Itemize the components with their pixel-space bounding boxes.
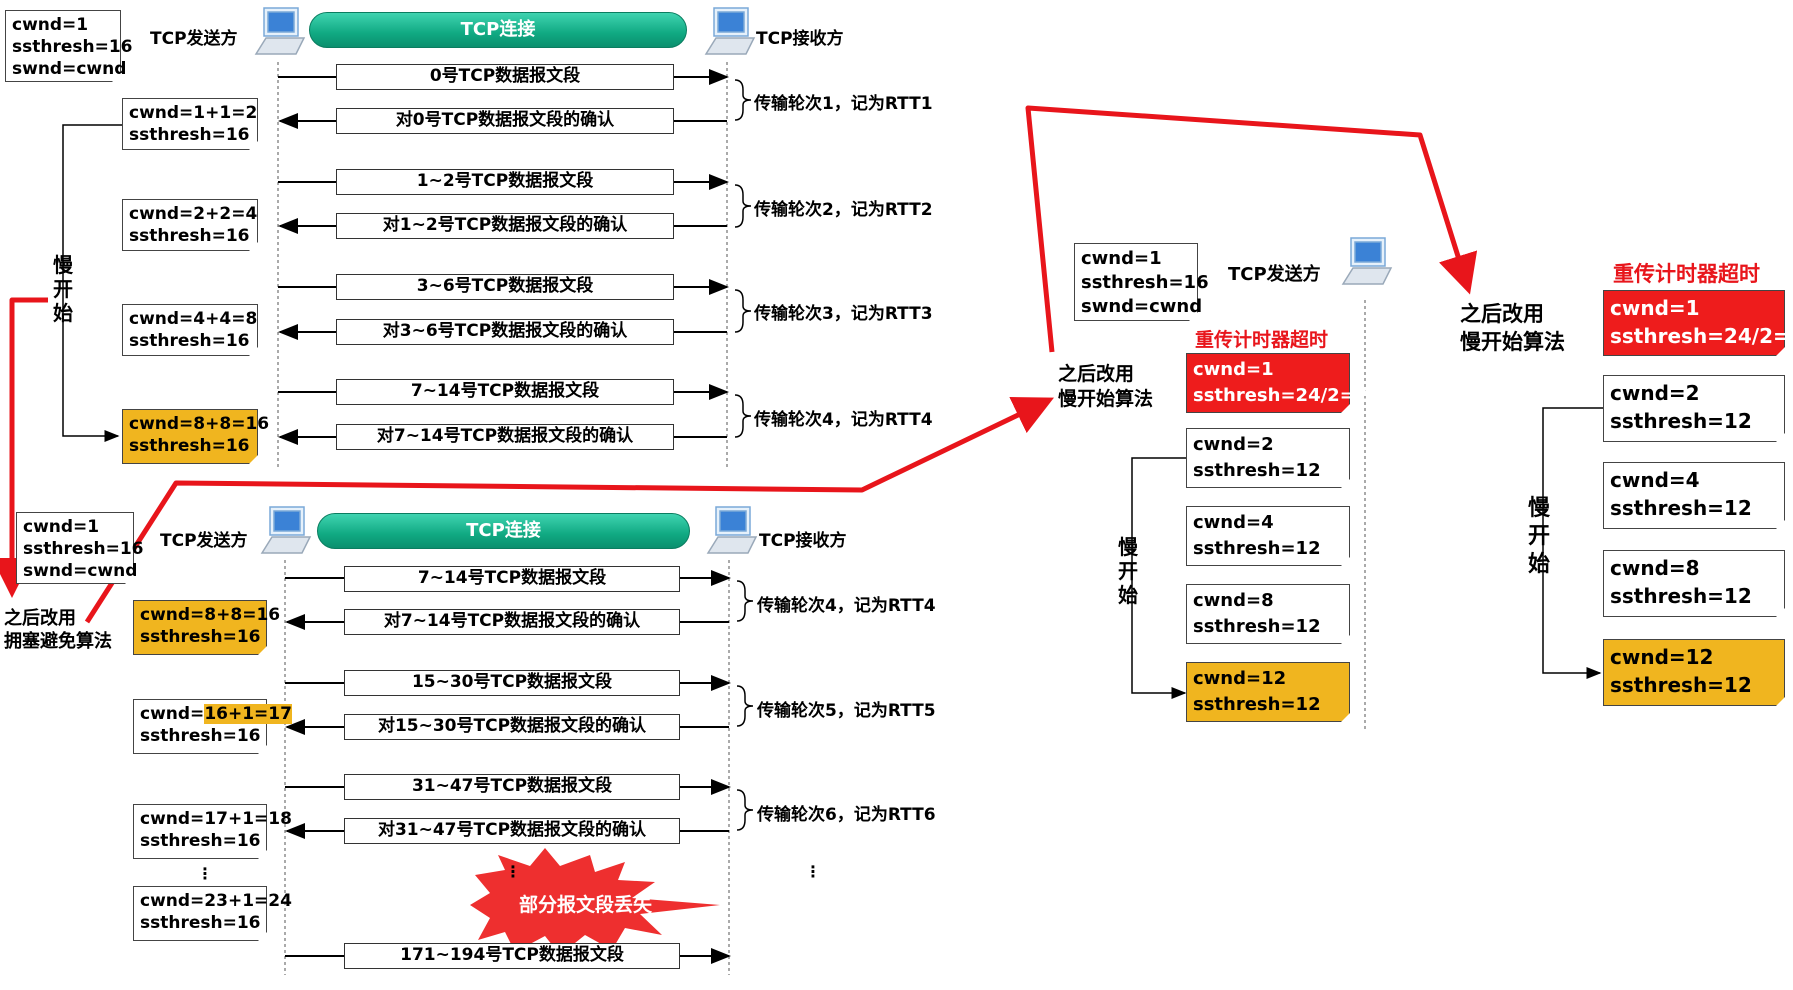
ca-line-1: 之后改用 — [4, 608, 76, 629]
lost-star — [470, 848, 720, 955]
r-slow-char-2: 开 — [1527, 524, 1550, 549]
right-timeout-note: cwnd=1 ssthresh=24/2=2 — [1603, 290, 1793, 356]
top-seg-4: 3~6号TCP数据报文段 — [336, 274, 674, 300]
top-round-2: 传输轮次2，记为RTT2 — [754, 200, 933, 220]
middle-timeout-title: 重传计时器超时 — [1195, 329, 1329, 351]
r-slow-char-3: 始 — [1527, 552, 1550, 577]
right-cwnd-note-3: cwnd=8 ssthresh=12 — [1603, 550, 1785, 617]
bottom-tcp-connection: TCP连接 — [317, 513, 690, 549]
top-seg-1: 对0号TCP数据报文段的确认 — [336, 108, 674, 134]
bottom-seg-5: 对31~47号TCP数据报文段的确认 — [344, 818, 680, 844]
middle-cwnd-note-4: cwnd=12 ssthresh=12 — [1186, 662, 1350, 722]
middle-then-slow-start: 之后改用 慢开始算法 — [1058, 362, 1153, 412]
middle-sender-label: TCP发送方 — [1228, 264, 1321, 285]
vdots-right: ⋮ — [805, 862, 821, 881]
top-seg-7: 对7~14号TCP数据报文段的确认 — [336, 424, 674, 450]
middle-cwnd-note-1: cwnd=2 ssthresh=12 — [1186, 428, 1350, 488]
top-seg-2: 1~2号TCP数据报文段 — [336, 169, 674, 195]
top-receiver-label: TCP接收方 — [756, 29, 844, 49]
vdots-mid: ⋮ — [505, 862, 521, 881]
top-sender-label: TCP发送方 — [150, 29, 238, 49]
top-round-1: 传输轮次1，记为RTT1 — [754, 94, 933, 114]
bottom-seg-2: 15~30号TCP数据报文段 — [344, 670, 680, 696]
lost-label: 部分报文段丢失 — [519, 894, 653, 916]
middle-cwnd-note-2: cwnd=4 ssthresh=12 — [1186, 506, 1350, 566]
top-slow-start-label: 慢 开 始 — [51, 253, 75, 325]
right-cwnd-note-4: cwnd=12 ssthresh=12 — [1603, 639, 1785, 706]
bottom-cwnd-note-2: cwnd=16+1=17 ssthresh=16 — [133, 699, 292, 754]
top-seg-0: 0号TCP数据报文段 — [336, 64, 674, 90]
right-slow-start-label: 慢 开 始 — [1527, 495, 1551, 579]
bottom-cwnd-note-1: cwnd=8+8=16 ssthresh=16 — [133, 600, 280, 655]
bottom-seg-4: 31~47号TCP数据报文段 — [344, 774, 680, 800]
top-cwnd-note-4: cwnd=8+8=16 ssthresh=16 — [122, 409, 269, 464]
slow-char-1: 慢 — [53, 253, 73, 277]
right-timeout-title: 重传计时器超时 — [1613, 262, 1760, 286]
bottom-init-note: cwnd=1 ssthresh=16 swnd=cwnd — [16, 512, 144, 584]
top-tcp-connection: TCP连接 — [309, 12, 687, 48]
bottom-seg-0: 7~14号TCP数据报文段 — [344, 566, 680, 592]
top-round-3: 传输轮次3，记为RTT3 — [754, 304, 933, 324]
bottom-round-5: 传输轮次5，记为RTT5 — [757, 701, 936, 721]
r-slow-char-1: 慢 — [1527, 496, 1550, 521]
right-then-slow-start: 之后改用 慢开始算法 — [1460, 300, 1565, 356]
bottom-round-4: 传输轮次4，记为RTT4 — [757, 596, 936, 616]
ca-line-2: 拥塞避免算法 — [4, 631, 112, 652]
m-slow-char-1: 慢 — [1118, 535, 1138, 559]
slow-char-3: 始 — [53, 301, 73, 325]
note2-highlight: 16+1=17 — [204, 704, 292, 724]
bottom-cwnd-note-4: cwnd=23+1=24 ssthresh=16 — [133, 886, 292, 941]
rss-line-1: 之后改用 — [1460, 302, 1544, 326]
middle-init-note: cwnd=1 ssthresh=16 swnd=cwnd — [1074, 243, 1209, 321]
top-seg-6: 7~14号TCP数据报文段 — [336, 379, 674, 405]
computer-icons — [254, 7, 1393, 554]
top-seg-3: 对1~2号TCP数据报文段的确认 — [336, 213, 674, 239]
m-slow-char-3: 始 — [1118, 583, 1138, 607]
note2-line2: ssthresh=16 — [140, 726, 261, 746]
middle-timeout-note: cwnd=1 ssthresh=24/2=2 — [1186, 353, 1367, 413]
top-cwnd-note-2: cwnd=2+2=4 ssthresh=16 — [122, 199, 258, 251]
bottom-round-6: 传输轮次6，记为RTT6 — [757, 805, 936, 825]
middle-cwnd-note-3: cwnd=8 ssthresh=12 — [1186, 584, 1350, 644]
vdots-left: ⋮ — [197, 864, 213, 883]
bottom-sender-label: TCP发送方 — [160, 531, 248, 551]
top-cwnd-note-1: cwnd=1+1=2 ssthresh=16 — [122, 98, 258, 150]
top-round-4: 传输轮次4，记为RTT4 — [754, 410, 933, 430]
bottom-receiver-label: TCP接收方 — [759, 531, 847, 551]
slow-char-2: 开 — [53, 277, 73, 301]
mss-line-1: 之后改用 — [1058, 363, 1135, 385]
middle-slow-start-label: 慢 开 始 — [1116, 535, 1140, 607]
rss-line-2: 慢开始算法 — [1460, 330, 1565, 354]
bottom-seg-3: 对15~30号TCP数据报文段的确认 — [344, 714, 680, 740]
top-cwnd-note-3: cwnd=4+4=8 ssthresh=16 — [122, 304, 258, 356]
mss-line-2: 慢开始算法 — [1058, 388, 1154, 410]
right-cwnd-note-2: cwnd=4 ssthresh=12 — [1603, 462, 1785, 529]
top-seg-5: 对3~6号TCP数据报文段的确认 — [336, 319, 674, 345]
bottom-seg-6: 171~194号TCP数据报文段 — [344, 943, 680, 969]
right-cwnd-note-1: cwnd=2 ssthresh=12 — [1603, 375, 1785, 442]
bottom-cwnd-note-3: cwnd=17+1=18 ssthresh=16 — [133, 804, 292, 859]
top-init-note: cwnd=1 ssthresh=16 swnd=cwnd — [5, 10, 133, 82]
note2-prefix: cwnd= — [140, 704, 205, 724]
then-congestion-avoidance: 之后改用 拥塞避免算法 — [4, 607, 112, 653]
bottom-seg-1: 对7~14号TCP数据报文段的确认 — [344, 609, 680, 635]
m-slow-char-2: 开 — [1118, 559, 1138, 583]
